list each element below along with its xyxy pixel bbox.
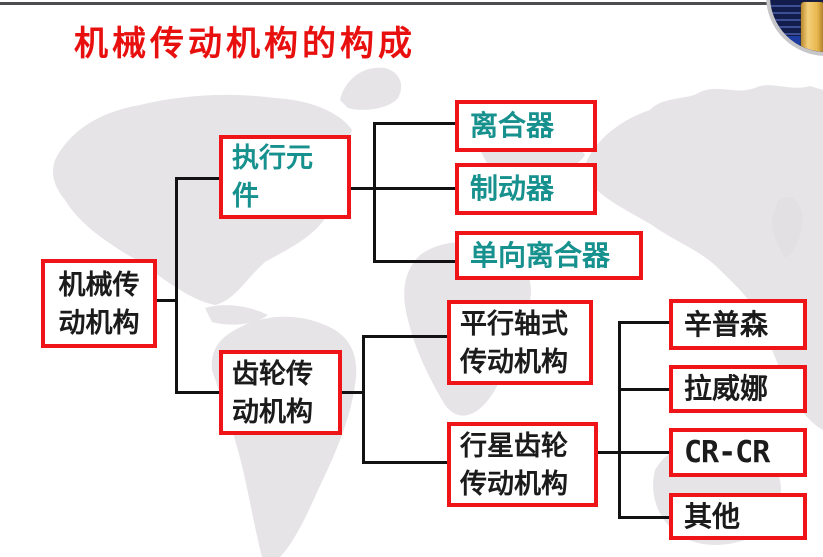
node-brake: 制动器 [455,163,597,215]
node-other: 其他 [669,493,807,540]
connector-to-clutch [373,122,456,125]
node-planetary-line2: 传动机构 [460,468,568,499]
connector-executive-to-brake [349,187,456,190]
node-parallel-shaft-line2: 传动机构 [460,346,568,377]
node-cr-cr: CR-CR [669,428,807,477]
node-gear-line2: 动机构 [232,396,313,427]
top-border-line [0,2,823,5]
connector-to-gear [175,391,221,394]
connector-trunk-vertical [175,177,178,394]
globe-gold-pillar [801,2,823,52]
node-planetary-gear: 行星齿轮 传动机构 [447,422,598,507]
node-simpson-label: 辛普森 [684,308,769,340]
node-clutch: 离合器 [455,100,597,152]
node-gear-transmission: 齿轮传 动机构 [219,350,342,435]
node-parallel-shaft-line1: 平行轴式 [460,308,568,339]
node-brake-label: 制动器 [470,173,555,204]
connector-planetary-vertical [618,321,621,519]
globe-logo-icon [766,0,823,56]
node-ravigneaux-label: 拉威娜 [684,373,769,404]
page-title: 机械传动机构的构成 [74,25,416,63]
connector-to-other [618,516,670,519]
connector-to-one-way-clutch [373,260,456,263]
node-executive-line2: 件 [232,181,259,211]
node-mechanical-transmission-line1: 机械传 [58,269,140,300]
connector-to-ravigneaux [618,388,670,391]
node-cr-cr-label: CR-CR [684,434,770,470]
connector-root-to-trunk [156,299,178,302]
connector-gear-vertical [362,335,365,464]
node-parallel-shaft: 平行轴式 传动机构 [447,300,593,385]
node-executive-line1: 执行元 [232,143,313,173]
connector-to-simpson [618,321,670,324]
node-mechanical-transmission-line2: 动机构 [58,307,140,338]
node-one-way-clutch-label: 单向离合器 [470,239,611,271]
node-other-label: 其他 [684,500,741,532]
node-one-way-clutch: 单向离合器 [455,231,643,280]
node-mechanical-transmission: 机械传 动机构 [41,259,157,348]
connector-planetary-to-crcr [596,451,670,454]
connector-to-planetary [362,461,448,464]
node-simpson: 辛普森 [669,299,807,350]
node-clutch-label: 离合器 [470,110,555,141]
node-planetary-line1: 行星齿轮 [460,430,568,461]
node-executive-elements: 执行元 件 [219,135,351,219]
connector-executive-vertical [373,122,376,263]
connector-gear-to-vertical [340,391,365,394]
node-gear-line1: 齿轮传 [232,358,313,389]
node-ravigneaux: 拉威娜 [669,365,807,413]
connector-to-executive [175,177,221,180]
connector-to-parallel-shaft [362,335,448,338]
